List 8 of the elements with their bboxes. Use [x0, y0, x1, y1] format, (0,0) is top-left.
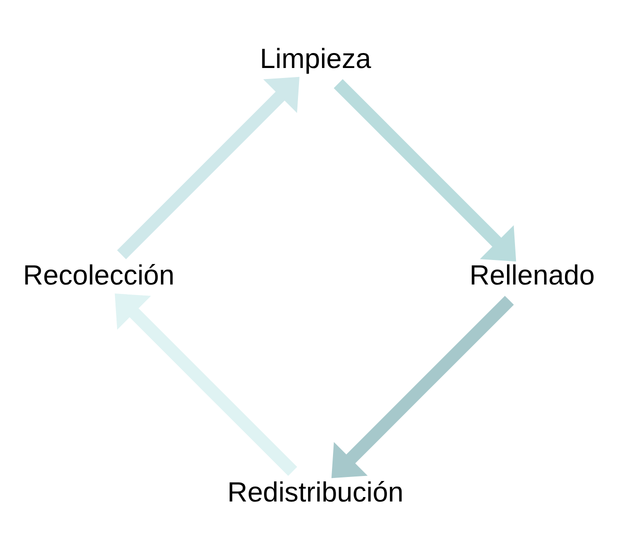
arrow	[334, 78, 516, 261]
node-text: Redistribución	[227, 476, 404, 507]
arrow	[331, 295, 514, 478]
arrow	[114, 293, 298, 476]
node-text: Recolección	[23, 259, 174, 290]
arrow	[117, 76, 300, 259]
node-text: Limpieza	[260, 42, 372, 74]
node-text: Rellenado	[470, 259, 595, 290]
